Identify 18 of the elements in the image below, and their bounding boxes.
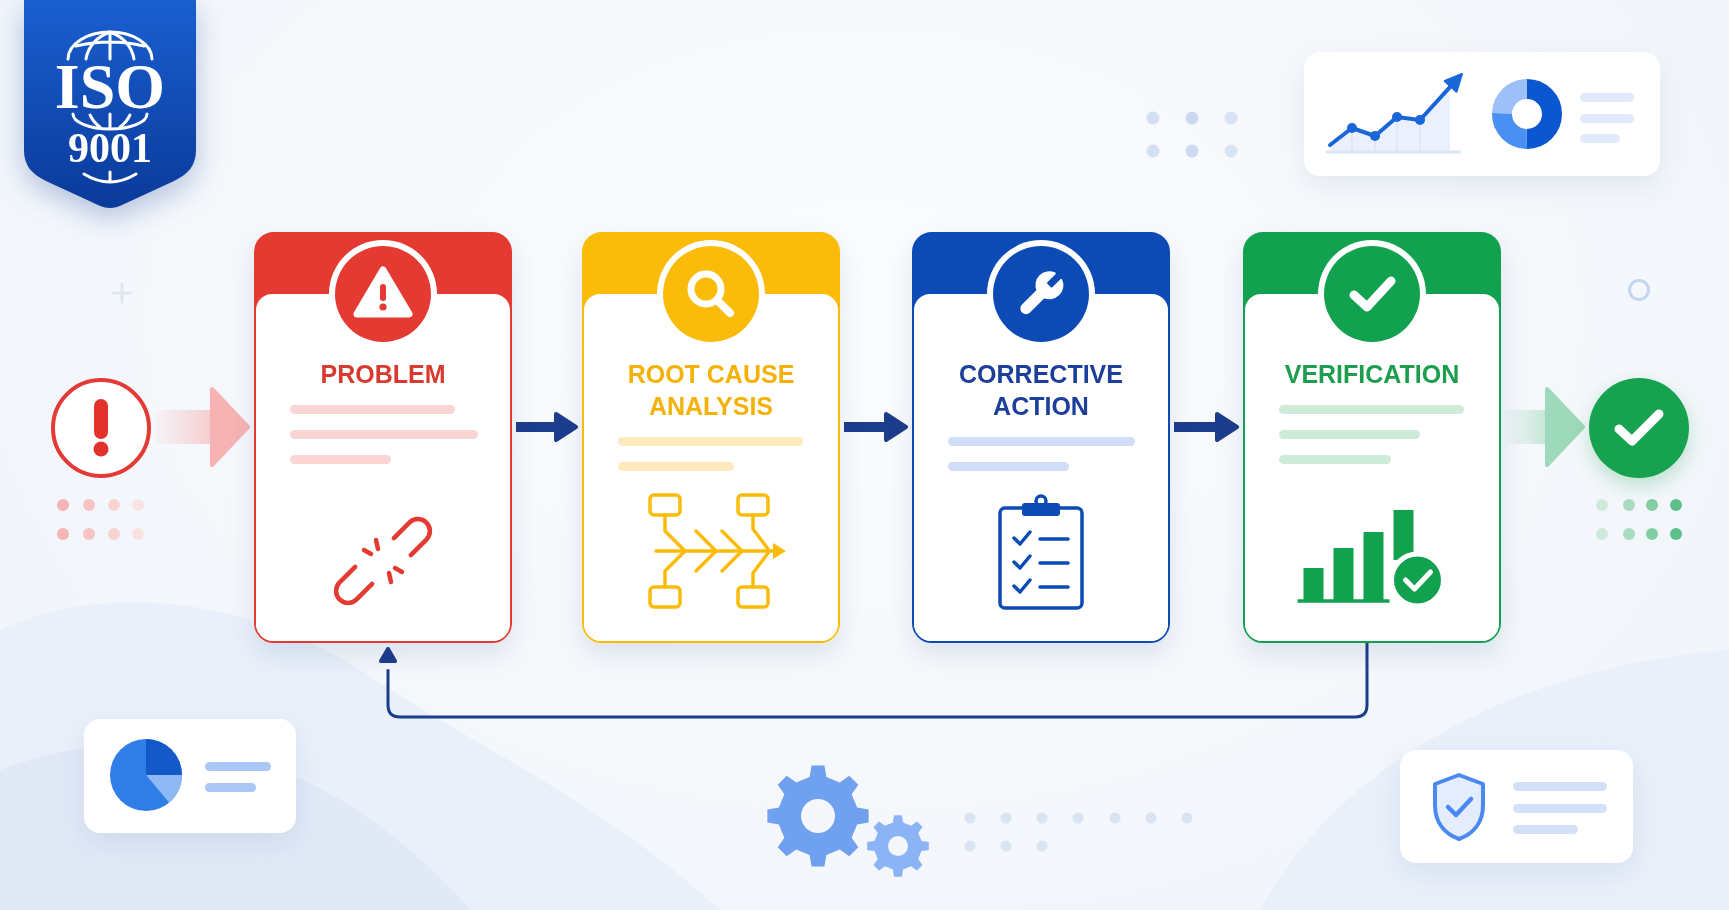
step-card [1243, 232, 1501, 643]
step-title: VERIFICATION [1284, 359, 1460, 390]
step-title: CORRECTIVE ACTION [958, 359, 1124, 422]
badge-text: 9001 [68, 128, 152, 168]
iso-badge [24, 0, 196, 210]
arrow [1174, 412, 1239, 442]
step-title: PROBLEM [320, 359, 446, 390]
step-card [582, 232, 840, 643]
arrow [844, 412, 908, 442]
arrow [516, 412, 578, 442]
step-card [254, 232, 512, 643]
arrow [155, 387, 250, 467]
arrow [379, 643, 1369, 719]
step-title: ROOT CAUSE ANALYSIS [626, 359, 796, 422]
step-card [912, 232, 1170, 643]
arrow [1505, 387, 1585, 467]
success-circle [1589, 378, 1689, 478]
badge-text: ISO [54, 60, 166, 114]
